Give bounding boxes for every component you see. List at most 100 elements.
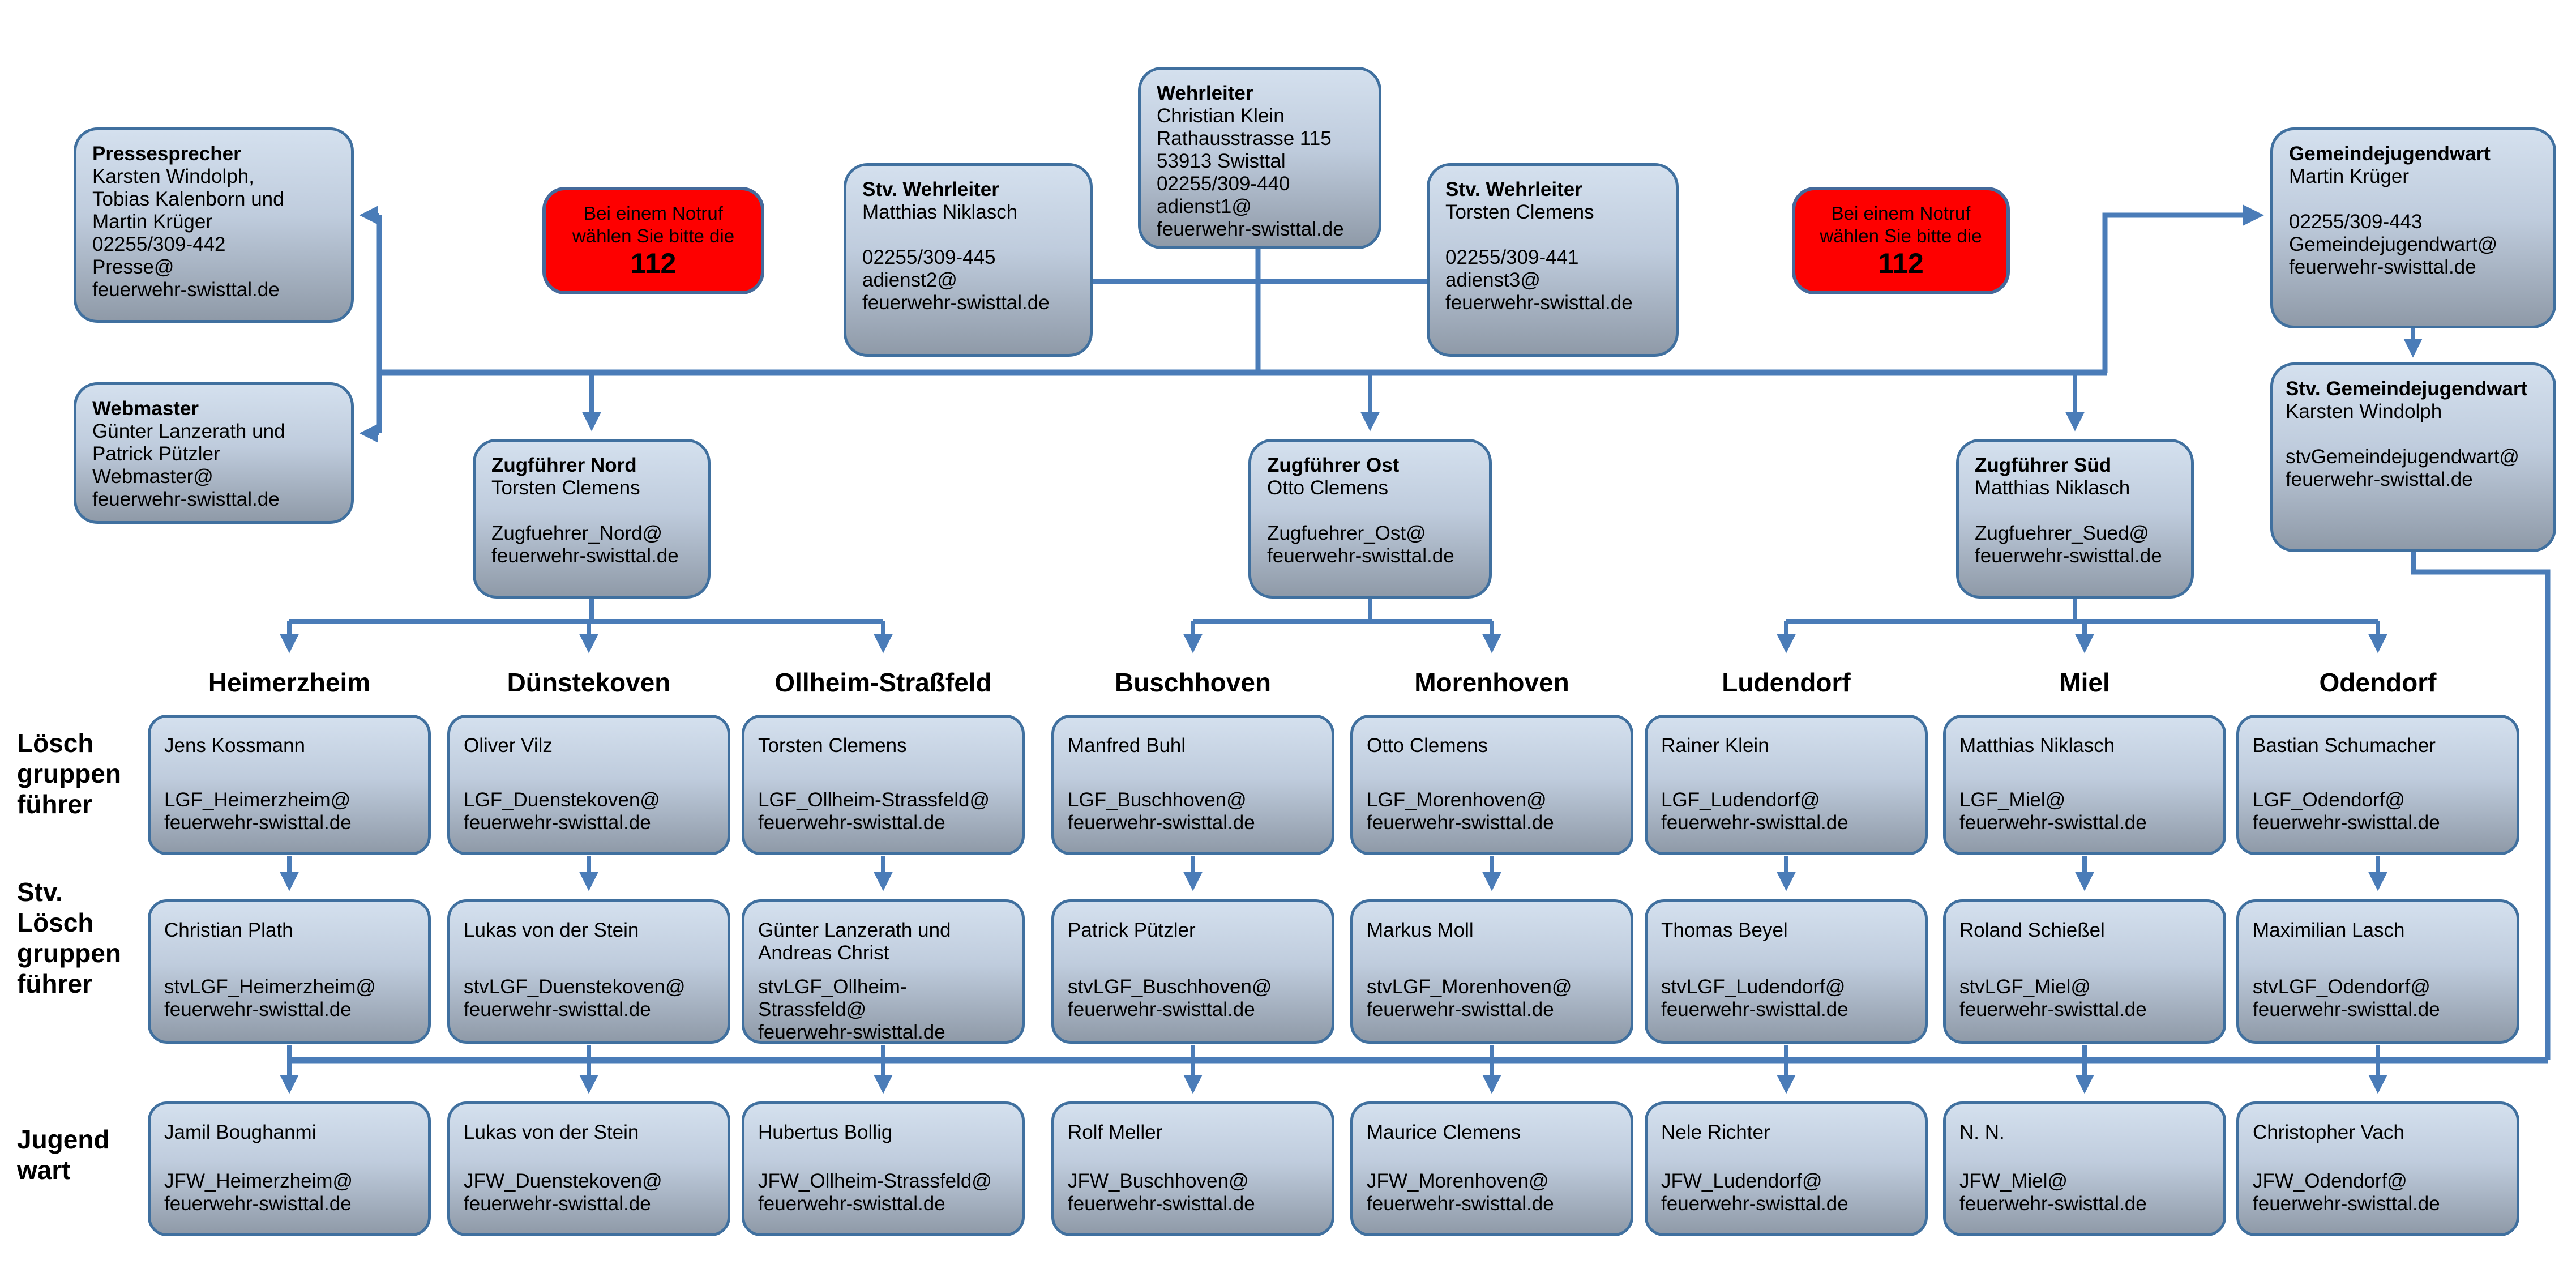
org-box-body: Karsten Windolph stvGemeindejugendwart@ … [2286,400,2519,490]
person-name: Maximilian Lasch [2253,919,2405,941]
org-box-pressesprecher: Pressesprecher Karsten Windolph, Tobias … [74,127,354,323]
emergency-notice-right: Bei einem Notruf wählen Sie bitte die 11… [1792,187,2010,294]
person-email: LGF_Miel@ feuerwehr-swisttal.de [1959,789,2147,834]
person-name: Nele Richter [1661,1121,1770,1143]
jfw-cell: Lukas von der Stein JFW_Duenstekoven@ fe… [447,1101,730,1236]
emergency-notice-left: Bei einem Notruf wählen Sie bitte die 11… [542,187,764,294]
org-box-gemeindejugendwart: Gemeindejugendwart Martin Krüger 02255/3… [2270,127,2556,328]
person-email: stvLGF_Miel@ feuerwehr-swisttal.de [1959,976,2147,1020]
org-box-body: Torsten Clemens 02255/309-441 adienst3@ … [1445,201,1633,314]
org-box-body: Otto Clemens Zugfuehrer_Ost@ feuerwehr-s… [1267,477,1454,567]
org-box-title: Pressesprecher [92,143,241,165]
org-box-zugfuehrer-sued: Zugführer Süd Matthias Niklasch Zugfuehr… [1956,439,2194,599]
org-box-title: Wehrleiter [1157,82,1253,104]
person-email: LGF_Ollheim-Strassfeld@ feuerwehr-swistt… [758,789,990,834]
person-email: LGF_Buschhoven@ feuerwehr-swisttal.de [1068,789,1255,834]
person-email: stvLGF_Morenhoven@ feuerwehr-swisttal.de [1367,976,1572,1020]
jfw-cell: Rolf Meller JFW_Buschhoven@ feuerwehr-sw… [1051,1101,1334,1236]
org-box-title: Webmaster [92,398,199,420]
org-box-body: Günter Lanzerath und Patrick Pützler Web… [92,420,285,510]
stv-lgf-cell: Maximilian Lasch stvLGF_Odendorf@ feuerw… [2236,899,2519,1044]
org-box-stv-wehrleiter-links: Stv. Wehrleiter Matthias Niklasch 02255/… [844,163,1093,357]
person-name: Matthias Niklasch [1959,735,2115,757]
person-email: JFW_Heimerzheim@ feuerwehr-swisttal.de [164,1170,353,1215]
column-header-ollheim-strassfeld: Ollheim-Straßfeld [774,668,992,697]
person-name: Lukas von der Stein [464,919,639,941]
org-box-body: Torsten Clemens Zugfuehrer_Nord@ feuerwe… [491,477,679,567]
lgf-cell: Matthias Niklasch LGF_Miel@ feuerwehr-sw… [1943,715,2226,855]
person-name: Jamil Boughanmi [164,1121,316,1143]
lgf-cell: Bastian Schumacher LGF_Odendorf@ feuerwe… [2236,715,2519,855]
org-box-webmaster: Webmaster Günter Lanzerath und Patrick P… [74,382,354,524]
org-box-title: Stv. Wehrleiter [1445,178,1582,200]
column-header-miel: Miel [2059,668,2110,697]
person-email: JFW_Morenhoven@ feuerwehr-swisttal.de [1367,1170,1554,1215]
org-box-body: Matthias Niklasch 02255/309-445 adienst2… [862,201,1050,314]
person-name: Hubertus Bollig [758,1121,893,1143]
person-email: JFW_Buschhoven@ feuerwehr-swisttal.de [1068,1170,1255,1215]
person-name: Roland Schießel [1959,919,2105,941]
person-email: LGF_Heimerzheim@ feuerwehr-swisttal.de [164,789,352,834]
lgf-cell: Torsten Clemens LGF_Ollheim-Strassfeld@ … [742,715,1025,855]
person-email: JFW_Ollheim-Strassfeld@ feuerwehr-swistt… [758,1170,992,1215]
column-header-morenhoven: Morenhoven [1414,668,1569,697]
person-email: stvLGF_Duenstekoven@ feuerwehr-swisttal.… [464,976,686,1020]
stv-lgf-cell: Patrick Pützler stvLGF_Buschhoven@ feuer… [1051,899,1334,1044]
lgf-cell: Manfred Buhl LGF_Buschhoven@ feuerwehr-s… [1051,715,1334,855]
org-box-stv-wehrleiter-rechts: Stv. Wehrleiter Torsten Clemens 02255/30… [1427,163,1679,357]
jfw-cell: Nele Richter JFW_Ludendorf@ feuerwehr-sw… [1645,1101,1928,1236]
column-header-heimerzheim: Heimerzheim [208,668,371,697]
org-box-title: Zugführer Süd [1975,454,2112,476]
person-name: Oliver Vilz [464,735,553,757]
person-email: JFW_Ludendorf@ feuerwehr-swisttal.de [1661,1170,1848,1215]
person-email: stvLGF_Ludendorf@ feuerwehr-swisttal.de [1661,976,1848,1020]
column-header-duenstekoven: Dünstekoven [507,668,671,697]
person-name: Manfred Buhl [1068,735,1186,757]
person-name: Markus Moll [1367,919,1474,941]
person-email: JFW_Odendorf@ feuerwehr-swisttal.de [2253,1170,2440,1215]
stv-lgf-cell: Günter Lanzerath und Andreas Christ stvL… [742,899,1025,1044]
person-email: LGF_Morenhoven@ feuerwehr-swisttal.de [1367,789,1554,834]
person-name: Maurice Clemens [1367,1121,1521,1143]
jfw-cell: N. N. JFW_Miel@ feuerwehr-swisttal.de [1943,1101,2226,1236]
person-name: Jens Kossmann [164,735,306,757]
row-label-stv-loeschgruppenfuehrer: Stv. Lösch gruppen führer [17,877,121,998]
person-name: N. N. [1959,1121,2005,1143]
emergency-number: 112 [630,247,677,279]
person-name: Christian Plath [164,919,293,941]
person-email: JFW_Miel@ feuerwehr-swisttal.de [1959,1170,2147,1215]
person-email: stvLGF_Buschhoven@ feuerwehr-swisttal.de [1068,976,1272,1020]
org-box-body: Christian Klein Rathausstrasse 115 53913… [1157,105,1344,240]
org-box-title: Stv. Gemeindejugendwart [2286,378,2528,400]
org-box-wehrleiter: Wehrleiter Christian Klein Rathausstrass… [1138,67,1381,249]
org-box-stv-gemeindejugendwart: Stv. Gemeindejugendwart Karsten Windolph… [2270,362,2556,552]
jfw-cell: Jamil Boughanmi JFW_Heimerzheim@ feuerwe… [148,1101,431,1236]
person-name: Patrick Pützler [1068,919,1196,941]
org-box-body: Matthias Niklasch Zugfuehrer_Sued@ feuer… [1975,477,2162,567]
person-name: Günter Lanzerath und Andreas Christ [758,919,951,964]
org-box-title: Stv. Wehrleiter [862,178,999,200]
person-email: stvLGF_Ollheim-Strassfeld@ feuerwehr-swi… [758,976,945,1043]
stv-lgf-cell: Markus Moll stvLGF_Morenhoven@ feuerwehr… [1350,899,1633,1044]
stv-lgf-cell: Lukas von der Stein stvLGF_Duenstekoven@… [447,899,730,1044]
stv-lgf-cell: Christian Plath stvLGF_Heimerzheim@ feue… [148,899,431,1044]
person-email: stvLGF_Odendorf@ feuerwehr-swisttal.de [2253,976,2440,1020]
person-email: LGF_Odendorf@ feuerwehr-swisttal.de [2253,789,2440,834]
person-email: LGF_Ludendorf@ feuerwehr-swisttal.de [1661,789,1848,834]
person-email: LGF_Duenstekoven@ feuerwehr-swisttal.de [464,789,660,834]
org-box-body: Martin Krüger 02255/309-443 Gemeindejuge… [2289,165,2498,278]
person-name: Thomas Beyel [1661,919,1788,941]
person-name: Christopher Vach [2253,1121,2404,1143]
org-box-zugfuehrer-ost: Zugführer Ost Otto Clemens Zugfuehrer_Os… [1248,439,1492,599]
row-label-loeschgruppenfuehrer: Lösch gruppen führer [17,728,121,819]
org-box-title: Zugführer Nord [491,454,637,476]
person-name: Lukas von der Stein [464,1121,639,1143]
lgf-cell: Oliver Vilz LGF_Duenstekoven@ feuerwehr-… [447,715,730,855]
person-name: Rolf Meller [1068,1121,1163,1143]
person-name: Torsten Clemens [758,735,907,757]
emergency-text: Bei einem Notruf wählen Sie bitte die [1820,203,1982,246]
column-header-buschhoven: Buschhoven [1114,668,1272,697]
person-email: JFW_Duenstekoven@ feuerwehr-swisttal.de [464,1170,662,1215]
column-header-odendorf: Odendorf [2319,668,2437,697]
